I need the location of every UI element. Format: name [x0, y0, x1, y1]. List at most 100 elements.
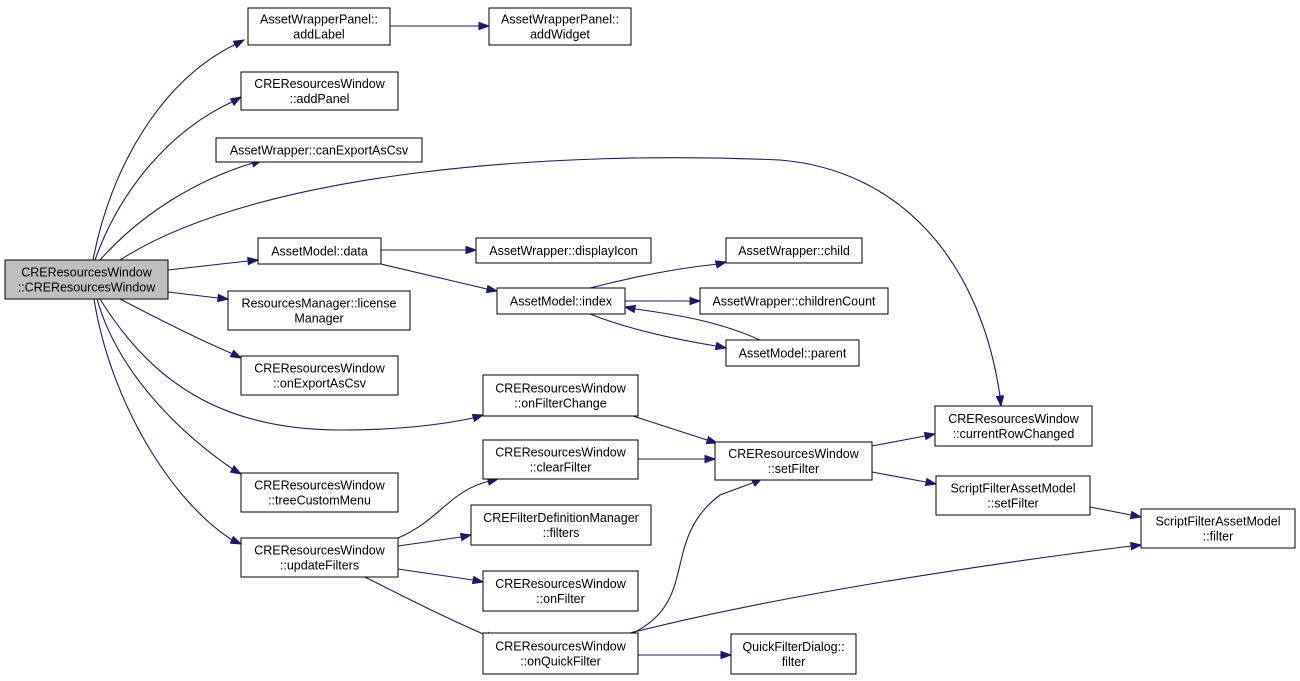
edge-line	[589, 263, 719, 289]
node-box[interactable]	[725, 237, 863, 264]
node-box[interactable]	[215, 137, 423, 163]
node-box[interactable]	[488, 7, 632, 46]
edge-crw_onQuickFilter-to-qfd_filter	[638, 650, 733, 660]
node-sfam_filter[interactable]: ScriptFilterAssetModel::filter	[1140, 508, 1296, 549]
node-label: ::treeCustomMenu	[268, 494, 371, 508]
node-root[interactable]: CREResourcesWindow::CREResourcesWindow	[4, 259, 169, 300]
node-box[interactable]	[470, 504, 652, 546]
arrowhead	[924, 477, 938, 487]
node-box[interactable]	[496, 287, 626, 315]
arrowhead	[995, 395, 1005, 408]
edge-line	[364, 576, 489, 637]
node-box[interactable]	[240, 355, 399, 396]
edge-line	[397, 568, 474, 581]
node-box[interactable]	[699, 287, 889, 315]
node-sfam_setFilter[interactable]: ScriptFilterAssetModel::setFilter	[935, 475, 1091, 516]
arrowhead	[1129, 510, 1143, 520]
node-aw_displayIcon[interactable]: AssetWrapper::displayIcon	[475, 237, 652, 264]
node-label: AssetWrapperPanel::	[260, 13, 378, 27]
node-crw_treeMenu[interactable]: CREResourcesWindow::treeCustomMenu	[240, 472, 399, 513]
arrowhead	[720, 650, 733, 660]
node-box[interactable]	[482, 439, 639, 480]
node-awp_addWidget[interactable]: AssetWrapperPanel::addWidget	[488, 7, 632, 46]
node-crw_onExport[interactable]: CREResourcesWindow::onExportAsCsv	[240, 355, 399, 396]
node-label: ::CREResourcesWindow	[18, 281, 157, 295]
edge-line	[629, 545, 1132, 634]
edge-am_parent-to-am_index	[623, 304, 761, 341]
edge-line	[397, 536, 462, 547]
node-label: ::filter	[1203, 530, 1234, 544]
node-crw_setFilter[interactable]: CREResourcesWindow::setFilter	[714, 441, 873, 481]
arrowhead	[229, 465, 243, 475]
node-label: addWidget	[530, 28, 590, 42]
node-box[interactable]	[240, 71, 399, 111]
arrowhead	[232, 39, 246, 49]
node-box[interactable]	[1140, 508, 1296, 549]
arrowhead	[465, 245, 478, 255]
arrowhead	[229, 96, 243, 106]
node-box[interactable]	[240, 537, 399, 578]
node-box[interactable]	[482, 374, 639, 417]
edge-am_index-to-am_parent	[589, 313, 728, 351]
edge-am_data-to-aw_displayIcon	[381, 245, 478, 255]
arrowhead	[923, 431, 937, 441]
arrowhead	[623, 304, 637, 314]
node-crw_onFilterChange[interactable]: CREResourcesWindow::onFilterChange	[482, 374, 639, 417]
node-box[interactable]	[725, 339, 860, 367]
node-awp_addLabel[interactable]: AssetWrapperPanel::addLabel	[247, 7, 391, 46]
arrowhead	[217, 293, 230, 303]
edge-line	[1089, 506, 1132, 516]
node-label: AssetModel::data	[271, 245, 368, 259]
node-crw_clearFilter[interactable]: CREResourcesWindow::clearFilter	[482, 439, 639, 480]
node-box[interactable]	[934, 405, 1093, 447]
node-crw_onFilter[interactable]: CREResourcesWindow::onFilter	[482, 570, 639, 612]
node-label: AssetModel::parent	[739, 347, 847, 361]
node-box[interactable]	[475, 237, 652, 264]
node-box[interactable]	[4, 259, 169, 300]
node-box[interactable]	[714, 441, 873, 481]
arrowhead	[705, 435, 719, 445]
arrowhead	[471, 575, 485, 585]
edge-line	[119, 157, 1001, 397]
node-crw_updateFilters[interactable]: CREResourcesWindow::updateFilters	[240, 537, 399, 578]
node-am_data[interactable]: AssetModel::data	[257, 237, 382, 265]
node-box[interactable]	[935, 475, 1091, 516]
node-am_index[interactable]: AssetModel::index	[496, 287, 626, 315]
edge-awp_addLabel-to-awp_addWidget	[390, 21, 491, 31]
node-aw_canExport[interactable]: AssetWrapper::canExportAsCsv	[215, 137, 423, 163]
node-label: CREResourcesWindow	[254, 479, 386, 493]
node-qfd_filter[interactable]: QuickFilterDialog::filter	[730, 633, 857, 675]
edge-crw_setFilter-to-sfam_setFilter	[871, 471, 938, 487]
edge-line	[93, 298, 233, 541]
node-box[interactable]	[482, 570, 639, 612]
node-label: CREResourcesWindow	[254, 544, 386, 558]
node-box[interactable]	[247, 7, 391, 46]
node-crw_addPanel[interactable]: CREResourcesWindow::addPanel	[240, 71, 399, 111]
node-box[interactable]	[482, 632, 639, 675]
edge-line	[380, 263, 488, 290]
node-aw_childrenCount[interactable]: AssetWrapper::childrenCount	[699, 287, 889, 315]
node-label: ::setFilter	[987, 497, 1038, 511]
node-box[interactable]	[730, 633, 857, 675]
node-label: ::addPanel	[290, 92, 350, 106]
node-box[interactable]	[257, 237, 382, 265]
edge-line	[589, 313, 717, 347]
node-cfdm_filters[interactable]: CREFilterDefinitionManager::filters	[470, 504, 652, 546]
edge-line	[871, 471, 927, 483]
node-box[interactable]	[227, 290, 411, 331]
node-am_parent[interactable]: AssetModel::parent	[725, 339, 860, 367]
node-aw_child[interactable]: AssetWrapper::child	[725, 237, 863, 264]
edge-root-to-crw_addPanel	[94, 96, 243, 261]
edge-crw_onQuickFilter-to-sfam_filter	[629, 541, 1143, 634]
node-box[interactable]	[240, 472, 399, 513]
node-label: ::updateFilters	[280, 559, 359, 573]
arrowhead	[229, 349, 243, 359]
arrowhead	[478, 21, 491, 31]
node-label: AssetWrapper::child	[738, 244, 850, 258]
edge-line	[94, 100, 235, 261]
edge-line	[632, 481, 756, 634]
node-crw_currentRow[interactable]: CREResourcesWindow::currentRowChanged	[934, 405, 1093, 447]
edge-root-to-crw_onExport	[119, 298, 243, 359]
node-crw_onQuickFilter[interactable]: CREResourcesWindow::onQuickFilter	[482, 632, 639, 675]
